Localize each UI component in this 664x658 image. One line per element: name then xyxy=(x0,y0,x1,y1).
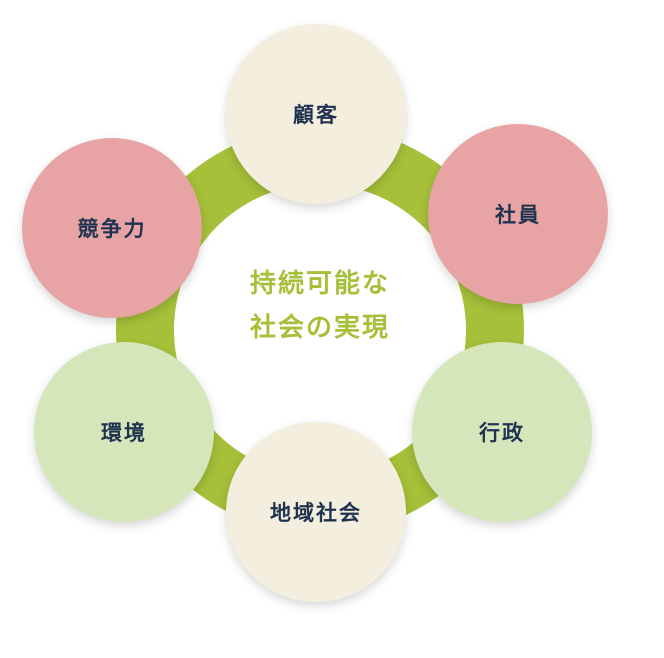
node-employee: 社員 xyxy=(428,124,608,304)
node-customer-label: 顧客 xyxy=(293,103,339,127)
node-environment: 環境 xyxy=(34,342,214,522)
node-administration: 行政 xyxy=(412,342,592,522)
center-title: 持続可能な 社会の実現 xyxy=(174,262,466,350)
node-customer: 顧客 xyxy=(226,24,406,204)
node-employee-label: 社員 xyxy=(495,203,541,227)
node-competitiveness: 競争力 xyxy=(22,138,202,318)
node-community-label: 地域社会 xyxy=(270,501,362,525)
center-title-line-1: 持続可能な xyxy=(249,269,390,299)
node-community: 地域社会 xyxy=(226,422,406,602)
node-administration-label: 行政 xyxy=(479,421,525,445)
node-competitiveness-label: 競争力 xyxy=(77,217,147,241)
center-title-line-2: 社会の実現 xyxy=(249,313,390,343)
node-environment-label: 環境 xyxy=(101,421,147,445)
